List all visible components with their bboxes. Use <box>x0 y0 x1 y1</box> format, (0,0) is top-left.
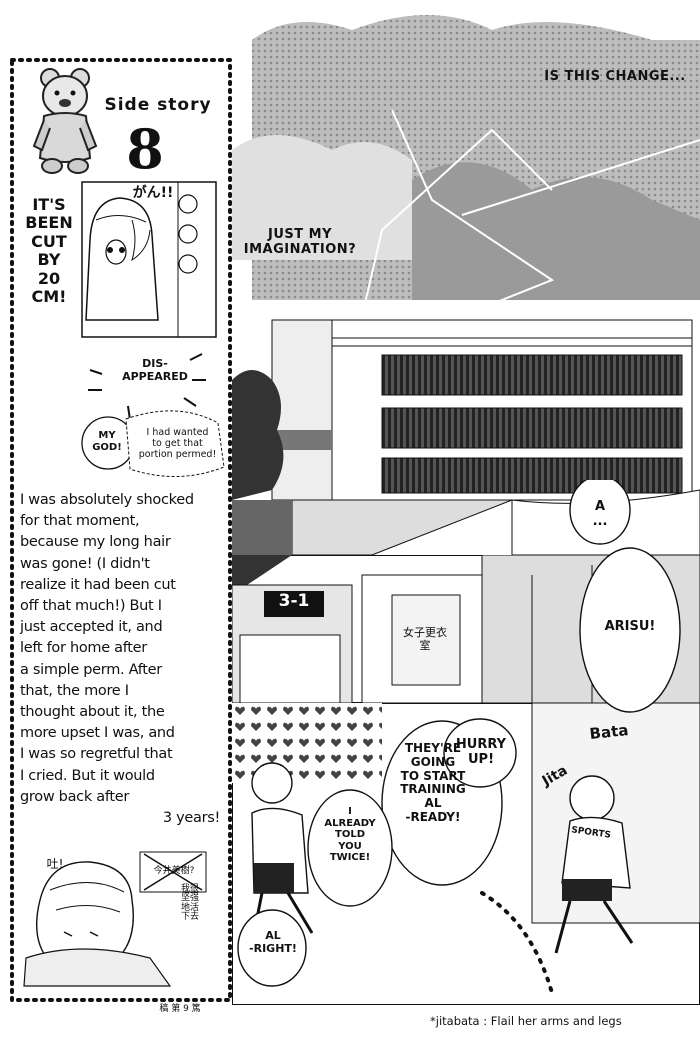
paragraph-line: more upset I was, and <box>20 725 175 742</box>
paragraph-line: that, the more I <box>20 682 129 699</box>
speech-told-you-line: YOU <box>338 840 362 852</box>
speech-hurry-line: UP! <box>467 751 494 767</box>
room-plate: 女子更衣室 <box>403 626 447 653</box>
side-story-number: 8 <box>126 117 164 181</box>
disappeared-line: APPEARED <box>122 369 188 383</box>
speech-told-you-line: TOLD <box>335 829 365 840</box>
mini-panel <box>81 181 217 338</box>
speech-training-line: GOING <box>410 754 456 769</box>
paragraph-line: was gone! (I didn't <box>20 555 150 572</box>
speech-arisu: ARISU! <box>604 619 656 634</box>
speech-training-line: AL <box>424 796 442 811</box>
paragraph-line: grow back after <box>20 788 130 805</box>
mini-panel-caption: IT'S BEEN CUT BY 20 CM! <box>18 195 80 306</box>
speech-training-line: THEY'RE <box>404 741 462 755</box>
speech-a: A ... <box>580 499 620 530</box>
top-narration-2-line: IMAGINATION? <box>243 241 357 257</box>
room-number-sign: 3-1 <box>278 591 310 611</box>
middle-bubbles <box>569 480 681 713</box>
paragraph-line: I cried. But it would <box>20 767 155 784</box>
speech-training-line: TO START <box>400 768 466 783</box>
paragraph-line: I was absolutely shocked <box>20 492 194 508</box>
speech-alright-line: -RIGHT! <box>249 941 297 955</box>
caption-line: CM! <box>31 286 67 306</box>
paragraph-end: 3 years! <box>162 810 220 827</box>
caption-line: BEEN <box>25 213 73 233</box>
mini-panel-sfx: がん!! <box>132 185 174 201</box>
caption-line: 20 <box>37 268 61 288</box>
small-bubbles <box>81 410 225 477</box>
my-god-text: MY GOD! <box>82 430 132 453</box>
top-narration-1: IS THIS CHANGE... <box>544 69 686 84</box>
sketch-note-right: 我很坚强地活下去 <box>180 884 199 923</box>
my-god-line: MY <box>98 430 116 441</box>
footer-signature: 稿 第 9 篤 <box>159 1004 201 1014</box>
speech-training: THEY'RE GOING TO START TRAINING AL -READ… <box>392 741 474 825</box>
paragraph-line: just accepted it, and <box>20 619 163 636</box>
paragraph-line: a simple perm. After <box>20 661 162 678</box>
speech-training-line: TRAINING <box>400 782 466 797</box>
side-story-paragraph: I was absolutely shocked for that moment… <box>20 490 232 829</box>
speech-a-line: A <box>594 499 606 514</box>
paragraph-line: left for home after <box>20 640 147 657</box>
disappeared-text: DIS- APPEARED <box>110 357 200 383</box>
paragraph-line: because my long hair <box>20 534 171 551</box>
wanted-perm-line: to get that <box>152 437 203 449</box>
speech-told-you-line: I <box>348 806 352 817</box>
top-narration-2: JUST MY IMAGINATION? <box>235 227 365 258</box>
speech-hurry-line: HURRY <box>455 737 507 752</box>
caption-line: BY <box>37 250 61 270</box>
hallway-panel <box>232 703 700 1005</box>
speech-hurry: HURRY UP! <box>446 737 516 768</box>
caption-line: CUT <box>31 231 67 251</box>
disappeared-line: DIS- <box>142 357 168 370</box>
speech-alright: AL -RIGHT! <box>240 929 306 955</box>
paragraph-line: thought about it, the <box>20 704 165 721</box>
teddy-bear-icon <box>32 68 98 174</box>
sleeping-girl-sketch <box>23 851 207 987</box>
wanted-perm-text: I had wanted to get that portion permed! <box>130 427 225 461</box>
sketch-crossed-box: 今井美樹? <box>153 866 195 876</box>
paragraph-line: I was so regretful that <box>20 746 173 763</box>
caption-line: IT'S <box>32 195 66 214</box>
wanted-perm-line: I had wanted <box>146 427 209 438</box>
speech-alright-line: AL <box>265 929 281 942</box>
paragraph-line: for that moment, <box>20 513 140 530</box>
paragraph-line: off that much!) But I <box>20 598 162 615</box>
speech-training-line: -READY! <box>405 809 461 824</box>
speech-a-line: ... <box>592 513 608 529</box>
wanted-perm-line: portion permed! <box>138 448 217 460</box>
top-narration-2-line: JUST MY <box>268 227 332 242</box>
speech-told-you: I ALREADY TOLD YOU TWICE! <box>316 806 384 864</box>
burst-lines <box>88 353 206 421</box>
speech-told-you-line: ALREADY <box>324 817 376 829</box>
my-god-line: GOD! <box>92 441 122 453</box>
paragraph-line: realize it had been cut <box>20 576 176 593</box>
speech-told-you-line: TWICE! <box>329 852 371 863</box>
school-building-panel <box>232 0 700 555</box>
side-story-heading: Side story <box>104 95 212 115</box>
footnote: *jitabata : Flail her arms and legs <box>430 1014 622 1028</box>
sketch-note-left: 吐! <box>46 857 64 871</box>
